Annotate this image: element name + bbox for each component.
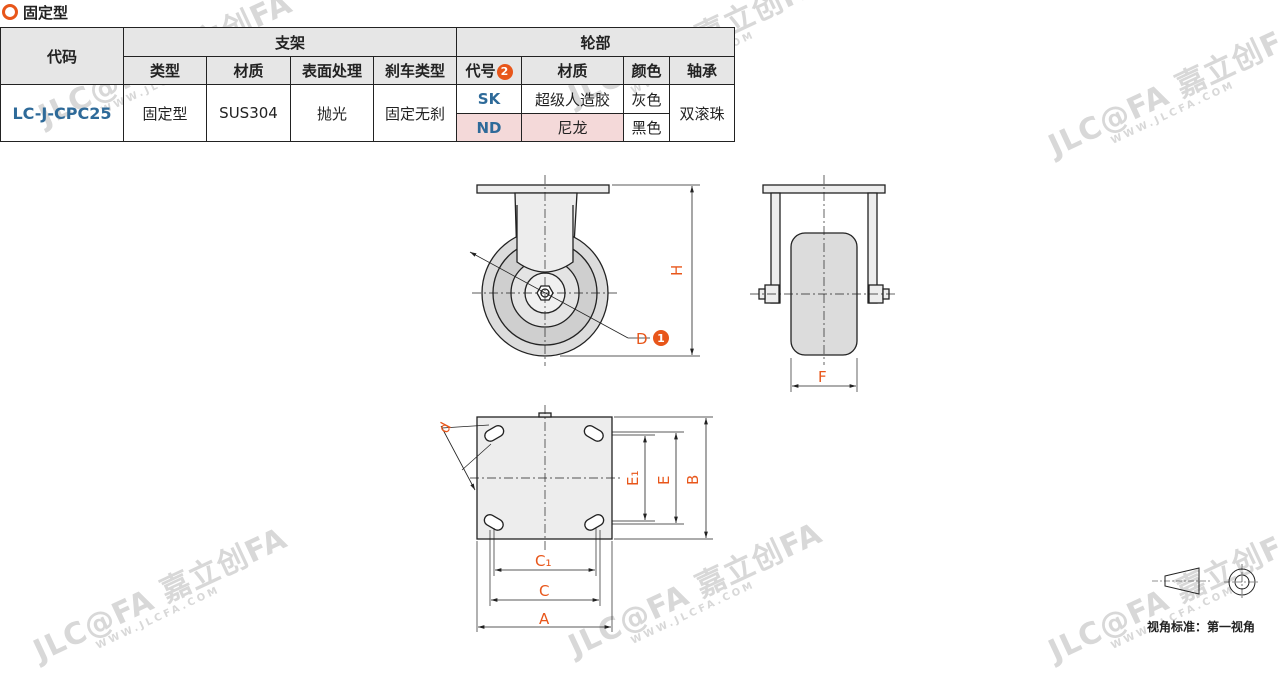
circle-bullet-icon xyxy=(2,4,18,20)
dim-label-A: A xyxy=(539,610,550,628)
dim-label-C1: C₁ xyxy=(535,552,552,570)
dim-label-F: F xyxy=(818,368,827,386)
dim-label-C: C xyxy=(539,582,549,600)
top-view xyxy=(440,405,713,632)
front-view xyxy=(469,175,700,366)
view-standard-label: 视角标准：第一视角 xyxy=(1147,620,1256,634)
cell-variant-code: ND xyxy=(456,113,522,142)
dim-label-E: E xyxy=(655,476,673,485)
cell-variant-material: 尼龙 xyxy=(521,113,624,142)
header-bearing: 轴承 xyxy=(669,56,735,85)
dim-label-E1: E₁ xyxy=(624,471,642,487)
cell-variant-color: 灰色 xyxy=(623,84,670,114)
header-code: 代码 xyxy=(0,27,124,85)
header-wheel: 轮部 xyxy=(456,27,735,57)
note-badge: 2 xyxy=(496,64,513,80)
dim-label-D: D xyxy=(636,330,648,348)
header-wheel-color: 颜色 xyxy=(623,56,670,85)
technical-drawing: H D F d E₁ E B C₁ C A 1 xyxy=(435,175,1260,632)
header-wheel-material: 材质 xyxy=(521,56,624,85)
header-brake: 刹车类型 xyxy=(373,56,457,85)
header-material: 材质 xyxy=(206,56,291,85)
cell-type: 固定型 xyxy=(123,84,207,142)
header-type: 类型 xyxy=(123,56,207,85)
cell-code: LC-J-CPC25 xyxy=(0,84,124,142)
header-bracket: 支架 xyxy=(123,27,457,57)
cell-brake: 固定无刹 xyxy=(373,84,457,142)
cell-material: SUS304 xyxy=(206,84,291,142)
svg-text:1: 1 xyxy=(657,332,665,345)
section-title: 固定型 xyxy=(2,2,68,22)
cell-variant-color: 黑色 xyxy=(623,113,670,142)
side-view xyxy=(750,175,898,392)
dim-label-d: d xyxy=(435,419,455,436)
first-angle-projection-icon xyxy=(1152,564,1260,600)
cell-bearing: 双滚珠 xyxy=(669,84,735,142)
dim-label-B: B xyxy=(684,475,702,485)
header-surface: 表面处理 xyxy=(290,56,374,85)
dim-label-H: H xyxy=(668,265,686,276)
note-badge-D: 1 xyxy=(653,330,669,346)
